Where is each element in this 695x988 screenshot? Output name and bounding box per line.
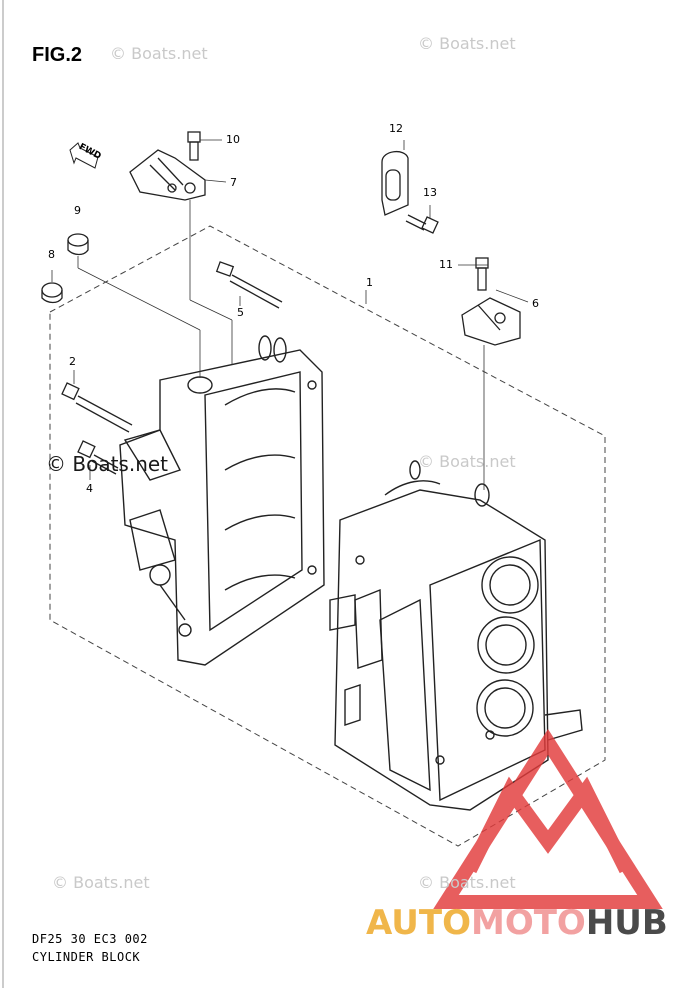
fwd-arrow-icon — [69, 142, 99, 169]
bolt-2 — [61, 382, 133, 433]
watermark: © Boats.net — [418, 452, 516, 471]
bracket-6 — [461, 297, 521, 346]
automotohub-logo-mark — [433, 728, 663, 909]
bolt-5 — [215, 261, 283, 309]
bolt-11 — [475, 257, 489, 291]
cylinder-block — [329, 460, 583, 811]
figure-title: FIG.2 — [32, 44, 83, 66]
automotohub-logo-text: AUTOMOTOHUB — [366, 903, 668, 943]
assembly-frame — [49, 225, 606, 847]
watermark: © Boats.net — [418, 873, 516, 892]
bolt-10 — [187, 131, 201, 161]
logo-text-moto: MOTO — [470, 903, 586, 943]
caption-code: DF25 30 EC3 002 — [32, 932, 148, 946]
crankcase-left-half — [119, 335, 325, 666]
callout-8: 8 — [48, 248, 55, 261]
caption-name: CYLINDER BLOCK — [32, 950, 141, 964]
callout-5: 5 — [237, 306, 244, 319]
callout-4: 4 — [86, 482, 93, 495]
plug-8 — [41, 282, 63, 304]
callout-13: 13 — [423, 186, 437, 199]
bracket-7 — [129, 149, 206, 201]
logo-text-auto: AUTO — [366, 903, 471, 943]
callout-6: 6 — [532, 297, 539, 310]
clamp-12 — [381, 151, 409, 216]
watermark: © Boats.net — [418, 34, 516, 53]
callout-9: 9 — [74, 204, 81, 217]
bolt-13 — [405, 214, 439, 234]
callout-1: 1 — [366, 276, 373, 289]
watermark: © Boats.net — [52, 873, 150, 892]
bolt-4 — [77, 440, 119, 475]
callout-10: 10 — [226, 133, 240, 146]
logo-text-hub: HUB — [585, 903, 668, 943]
leader-lines — [51, 139, 529, 490]
plug-9 — [67, 233, 89, 256]
callout-12: 12 — [389, 122, 403, 135]
watermark-dark: © Boats.net — [46, 452, 169, 476]
watermark: © Boats.net — [110, 44, 208, 63]
callout-7: 7 — [230, 176, 237, 189]
callout-11: 11 — [439, 258, 453, 271]
callout-2: 2 — [69, 355, 76, 368]
